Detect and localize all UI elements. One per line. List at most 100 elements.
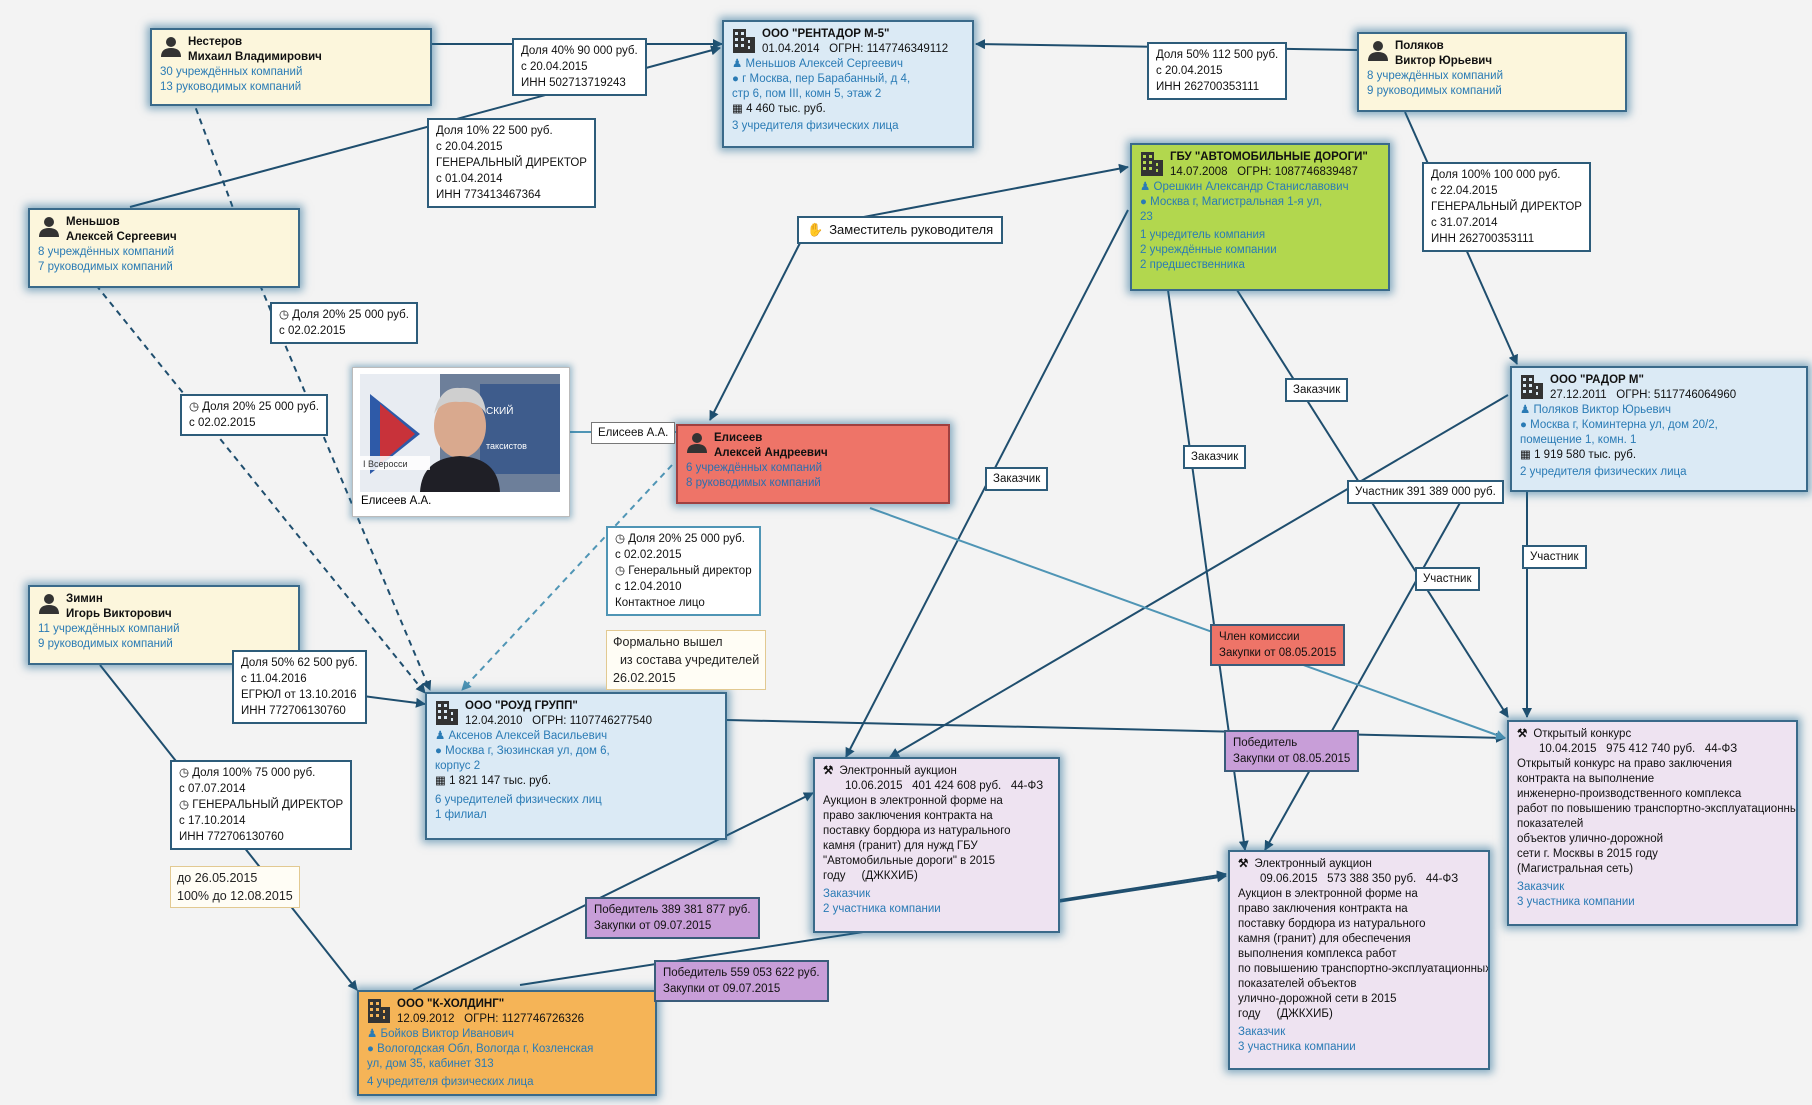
clock-icon: ◷ (189, 401, 200, 413)
founded-count-link[interactable]: 8 учреждённых компаний (1367, 70, 1503, 82)
gavel-icon: ⚒ (1238, 858, 1249, 870)
edge-eliseev-contest (869, 507, 1506, 740)
tender-text-line: Аукцион в электронной форме на (1238, 888, 1418, 900)
founders-link[interactable]: 6 учредителей физических лиц (435, 794, 602, 806)
company-kholding[interactable]: ООО "К-ХОЛДИНГ" 12.09.2012 ОГРН: 1127746… (357, 990, 657, 1096)
portrait-photo: СКИЙ таксистов I Всеросси (360, 374, 560, 492)
director-name[interactable]: Бойков Виктор Иванович (380, 1028, 515, 1040)
founded-count-link[interactable]: 6 учреждённых компаний (686, 462, 822, 474)
edge-label-eliseev-roud: ◷ Доля 20% 25 000 руб. с 02.02.2015 ◷ Ге… (606, 526, 761, 616)
company-title: ООО "РЕНТАДОР М-5" (762, 28, 890, 40)
egrul-line: ЕГРЮЛ от 13.10.2016 (241, 689, 357, 701)
director-name[interactable]: Орешкин Александр Станиславович (1153, 181, 1349, 193)
subsidiaries-link[interactable]: 2 учреждённые компании (1140, 244, 1277, 256)
company-rentador[interactable]: ООО "РЕНТАДОР М-5" 01.04.2014 ОГРН: 1147… (722, 20, 974, 148)
tender-text-line: Открытый конкурс на право заключения (1517, 758, 1732, 770)
photo-caption: Елисеев А.А. (361, 495, 432, 507)
company-roud[interactable]: ООО "РОУД ГРУПП" 12.04.2010 ОГРН: 110774… (425, 692, 727, 840)
tender-text-line: году (ДЖКХИБ) (823, 870, 918, 882)
date-line: с 01.04.2014 (436, 173, 503, 185)
capital-icon: ▦ (1520, 449, 1531, 461)
edge-kholding-auction1 (412, 792, 814, 991)
clock-icon: ◷ (179, 767, 190, 779)
person-surname: Меньшов (66, 216, 120, 228)
founder-link[interactable]: 1 учредитель компания (1140, 229, 1266, 241)
clock-icon: ◷ (615, 533, 626, 545)
share-line: Доля 100% 100 000 руб. (1431, 169, 1561, 181)
label-line: Закупки от 09.07.2015 (663, 983, 781, 995)
capital-value: 1 821 147 тыс. руб. (449, 775, 552, 787)
svg-text:СКИЙ: СКИЙ (486, 404, 513, 417)
building-icon (733, 29, 755, 53)
branch-link[interactable]: 1 филиал (435, 809, 487, 821)
person-eliseev[interactable]: Елисеев Алексей Андреевич 6 учреждённых … (676, 424, 950, 504)
tender-text-line: поставку бордюра из натурального (1238, 918, 1426, 930)
tender-text-line: объектов улично-дорожной (1517, 833, 1664, 845)
customer-link[interactable]: Заказчик (823, 888, 871, 900)
note-line: до 26.05.2015 (177, 871, 258, 885)
edge-auction1-auction2 (1059, 870, 1227, 901)
company-title: ГБУ "АВТОМОБИЛЬНЫЕ ДОРОГИ" (1170, 151, 1368, 163)
founders-link[interactable]: 2 учредителя физических лица (1520, 466, 1687, 478)
company-ogrn: ОГРН: 5117746064960 (1616, 389, 1737, 401)
edge-label-polyakov-rentador: Доля 50% 112 500 руб. с 20.04.2015 ИНН 2… (1147, 42, 1288, 100)
participants-link[interactable]: 3 участника компании (1238, 1041, 1356, 1053)
note-zimin: до 26.05.2015 100% до 12.08.2015 (170, 866, 300, 908)
note-line: 26.02.2015 (613, 671, 676, 685)
predecessors-link[interactable]: 2 предшественника (1140, 259, 1245, 271)
founders-link[interactable]: 4 учредителя физических лица (367, 1076, 534, 1088)
tender-auction1[interactable]: ⚒Электронный аукцион 10.06.2015 401 424 … (813, 757, 1060, 933)
edge-label-nesterov-roud: ◷ Доля 20% 25 000 руб. с 02.02.2015 (270, 302, 418, 344)
edge-roud-contest (726, 719, 1506, 743)
contact-line: Контактное лицо (615, 597, 705, 609)
edge-label-zakazchik-auction1: Заказчик (985, 467, 1049, 491)
person-surname: Зимин (66, 593, 103, 605)
photo-card-eliseev[interactable]: СКИЙ таксистов I Всеросси Елисеев А.А. (352, 367, 570, 517)
participants-link[interactable]: 3 участника компании (1517, 896, 1635, 908)
managed-count-link[interactable]: 9 руководимых компаний (38, 638, 173, 650)
customer-link[interactable]: Заказчик (1238, 1026, 1286, 1038)
company-rador[interactable]: ООО "РАДОР М" 27.12.2011 ОГРН: 511774606… (1510, 366, 1808, 492)
share-line: Доля 20% 25 000 руб. (292, 309, 409, 321)
inn-line: ИНН 502713719243 (521, 77, 626, 89)
founded-count-link[interactable]: 30 учреждённых компаний (160, 66, 303, 78)
founders-link[interactable]: 3 учредителя физических лица (732, 120, 899, 132)
tender-title: Электронный аукцион (839, 765, 957, 777)
director-icon: ♟ (435, 730, 446, 742)
edge-label-deputy: ✋Заместитель руководителя (797, 216, 1004, 244)
edge-nesterov-roud-dashed (259, 284, 432, 691)
director-icon: ♟ (1140, 181, 1151, 193)
person-given-name: Алексей Сергеевич (66, 231, 177, 243)
person-given-name: Виктор Юрьевич (1395, 55, 1493, 67)
label-line: Победитель 559 053 622 руб. (663, 967, 820, 979)
tender-contest[interactable]: ⚒Открытый конкурс 10.04.2015 975 412 740… (1507, 720, 1798, 926)
note-line: 100% до 12.08.2015 (177, 889, 293, 903)
participants-link[interactable]: 2 участника компании (823, 903, 941, 915)
handshake-icon: ✋ (807, 222, 824, 237)
managed-count-link[interactable]: 9 руководимых компаний (1367, 85, 1502, 97)
director-icon: ♟ (732, 58, 743, 70)
person-polyakov[interactable]: Поляков Виктор Юрьевич 8 учреждённых ком… (1357, 32, 1627, 112)
person-menshov[interactable]: Меньшов Алексей Сергеевич 8 учреждённых … (28, 208, 300, 288)
managed-count-link[interactable]: 8 руководимых компаний (686, 477, 821, 489)
founded-count-link[interactable]: 11 учреждённых компаний (38, 623, 180, 635)
person-icon (687, 433, 707, 453)
company-date: 27.12.2011 (1550, 389, 1607, 401)
managed-count-link[interactable]: 13 руководимых компаний (160, 81, 302, 93)
photo-link-label: Елисеев А.А. (591, 422, 676, 444)
founded-count-link[interactable]: 8 учреждённых компаний (38, 246, 174, 258)
director-name[interactable]: Меньшов Алексей Сергеевич (745, 58, 903, 70)
customer-link[interactable]: Заказчик (1517, 881, 1565, 893)
person-icon (39, 217, 59, 237)
managed-count-link[interactable]: 7 руководимых компаний (38, 261, 173, 273)
company-gbu[interactable]: ГБУ "АВТОМОБИЛЬНЫЕ ДОРОГИ" 14.07.2008 ОГ… (1130, 143, 1390, 291)
tender-text-line: Аукцион в электронной форме на (823, 795, 1003, 807)
director-icon: ♟ (1520, 404, 1531, 416)
person-nesterov[interactable]: Нестеров Михаил Владимирович 30 учреждён… (150, 28, 432, 106)
tender-auction2[interactable]: ⚒Электронный аукцион 09.06.2015 573 388 … (1228, 850, 1490, 1070)
director-name[interactable]: Поляков Виктор Юрьевич (1533, 404, 1672, 416)
tender-date: 09.06.2015 (1260, 873, 1318, 885)
director-name[interactable]: Аксенов Алексей Васильевич (448, 730, 608, 742)
inn-line: ИНН 772706130760 (179, 831, 284, 843)
